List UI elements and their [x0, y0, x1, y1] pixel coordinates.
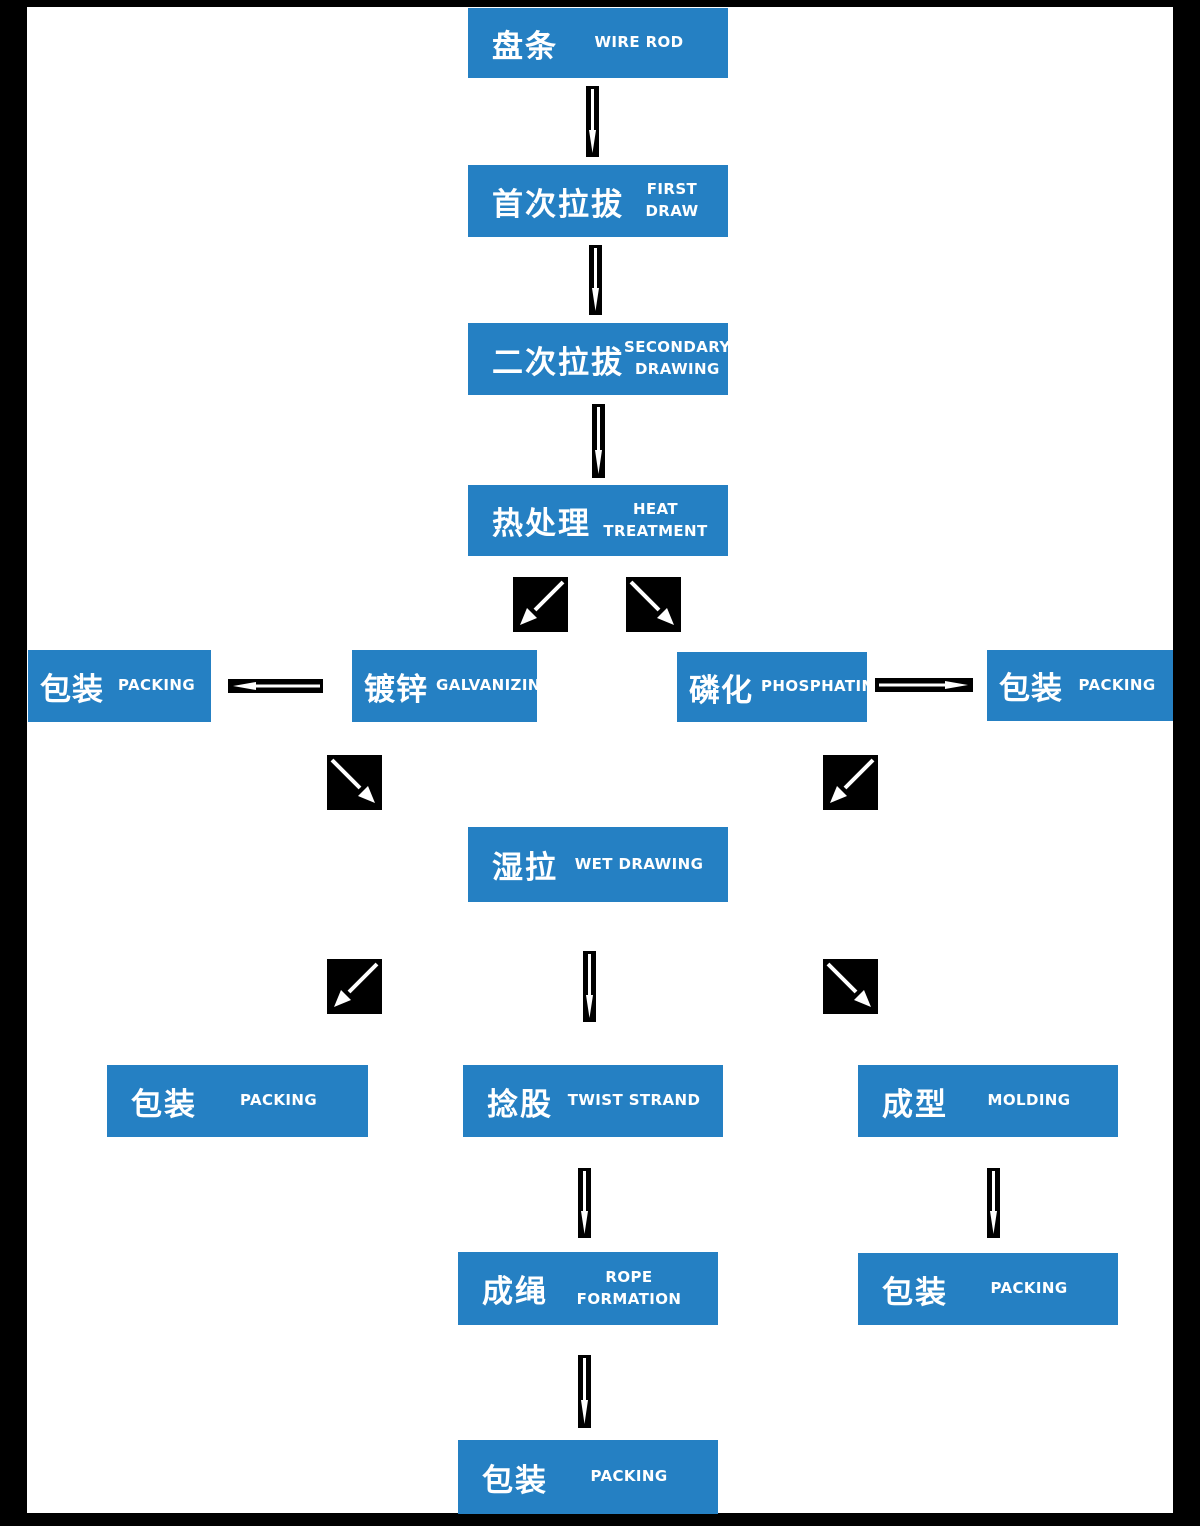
node-packing-phosphated: 包装 PACKING	[987, 650, 1173, 721]
arrow-down-left-icon	[823, 755, 878, 810]
node-twist-strand: 捻股 TWIST STRAND	[463, 1065, 723, 1137]
node-molding-label-en: MOLDING	[987, 1091, 1071, 1110]
node-wire-rod-label-en: WIRE ROD	[594, 33, 684, 52]
node-twist-strand-label-en: TWIST STRAND	[567, 1091, 701, 1110]
node-secondary-drawing-label-zh: 二次拉拔	[492, 344, 624, 381]
arrow-right-icon	[875, 678, 973, 692]
node-phosphating: 磷化 PHOSPHATING	[677, 652, 887, 722]
arrow-down-icon	[578, 1355, 591, 1428]
node-heat-treatment: 热处理 HEAT TREATMENT	[468, 485, 728, 556]
node-packing-wet-label-en: PACKING	[239, 1091, 318, 1110]
node-rope-formation-label-zh: 成绳	[482, 1274, 548, 1310]
arrow-down-icon	[583, 951, 596, 1022]
node-packing-wet-label-zh: 包装	[131, 1086, 197, 1123]
node-packing-wet: 包装 PACKING	[107, 1065, 368, 1137]
node-first-draw-label-zh: 首次拉拔	[492, 186, 624, 223]
node-heat-treatment-label-en: HEAT TREATMENT	[603, 499, 708, 540]
node-first-draw: 首次拉拔 FIRST DRAW	[468, 165, 728, 237]
node-galvanizing: 镀锌 GALVANIZING	[352, 650, 553, 722]
arrow-down-left-icon	[513, 577, 568, 632]
arrow-down-right-icon	[327, 755, 382, 810]
node-packing-molded-label-zh: 包装	[882, 1274, 948, 1311]
node-rope-formation-label-en: ROPE FORMATION	[576, 1267, 682, 1308]
frame-border-left	[0, 0, 27, 1526]
node-phosphating-label-zh: 磷化	[689, 672, 753, 709]
node-packing-molded-label-en: PACKING	[990, 1279, 1068, 1298]
node-packing-final: 包装 PACKING	[458, 1440, 718, 1514]
node-packing-galvanized-label-en: PACKING	[117, 676, 196, 695]
node-twist-strand-label-zh: 捻股	[487, 1086, 553, 1123]
node-galvanizing-label-en: GALVANIZING	[436, 676, 554, 695]
frame-border-right	[1173, 0, 1200, 1526]
arrow-left-icon	[228, 679, 323, 693]
node-wet-drawing-label-en: WET DRAWING	[574, 854, 704, 873]
node-heat-treatment-label-zh: 热处理	[492, 506, 591, 542]
arrow-down-icon	[586, 86, 599, 157]
node-first-draw-label-en: FIRST DRAW	[645, 180, 699, 220]
node-packing-molded: 包装 PACKING	[858, 1253, 1118, 1325]
node-wire-rod: 盘条 WIRE ROD	[468, 8, 728, 78]
arrow-down-icon	[578, 1168, 591, 1238]
arrow-down-right-icon	[823, 959, 878, 1014]
node-packing-final-label-en: PACKING	[590, 1467, 668, 1486]
frame-border-top	[0, 0, 1200, 7]
node-molding: 成型 MOLDING	[858, 1065, 1118, 1137]
arrow-down-left-icon	[327, 959, 382, 1014]
node-galvanizing-label-zh: 镀锌	[364, 671, 428, 708]
node-packing-final-label-zh: 包装	[482, 1462, 548, 1499]
node-packing-galvanized: 包装 PACKING	[28, 650, 211, 722]
node-wet-drawing: 湿拉 WET DRAWING	[468, 827, 728, 902]
node-secondary-drawing: 二次拉拔 SECONDARY DRAWING	[468, 323, 731, 395]
node-wet-drawing-label-zh: 湿拉	[492, 850, 558, 886]
node-phosphating-label-en: PHOSPHATING	[761, 677, 888, 696]
node-packing-galvanized-label-zh: 包装	[40, 671, 104, 708]
arrow-down-right-icon	[626, 577, 681, 632]
node-molding-label-zh: 成型	[882, 1086, 948, 1123]
node-secondary-drawing-label-en: SECONDARY DRAWING	[624, 338, 731, 378]
arrow-down-icon	[589, 245, 602, 315]
arrow-down-icon	[592, 404, 605, 478]
arrow-down-icon	[987, 1168, 1000, 1238]
frame-border-bottom	[0, 1513, 1200, 1526]
node-wire-rod-label-zh: 盘条	[492, 28, 558, 65]
node-packing-phosphated-label-zh: 包装	[999, 671, 1063, 707]
node-rope-formation: 成绳 ROPE FORMATION	[458, 1252, 718, 1325]
node-packing-phosphated-label-en: PACKING	[1078, 675, 1156, 694]
